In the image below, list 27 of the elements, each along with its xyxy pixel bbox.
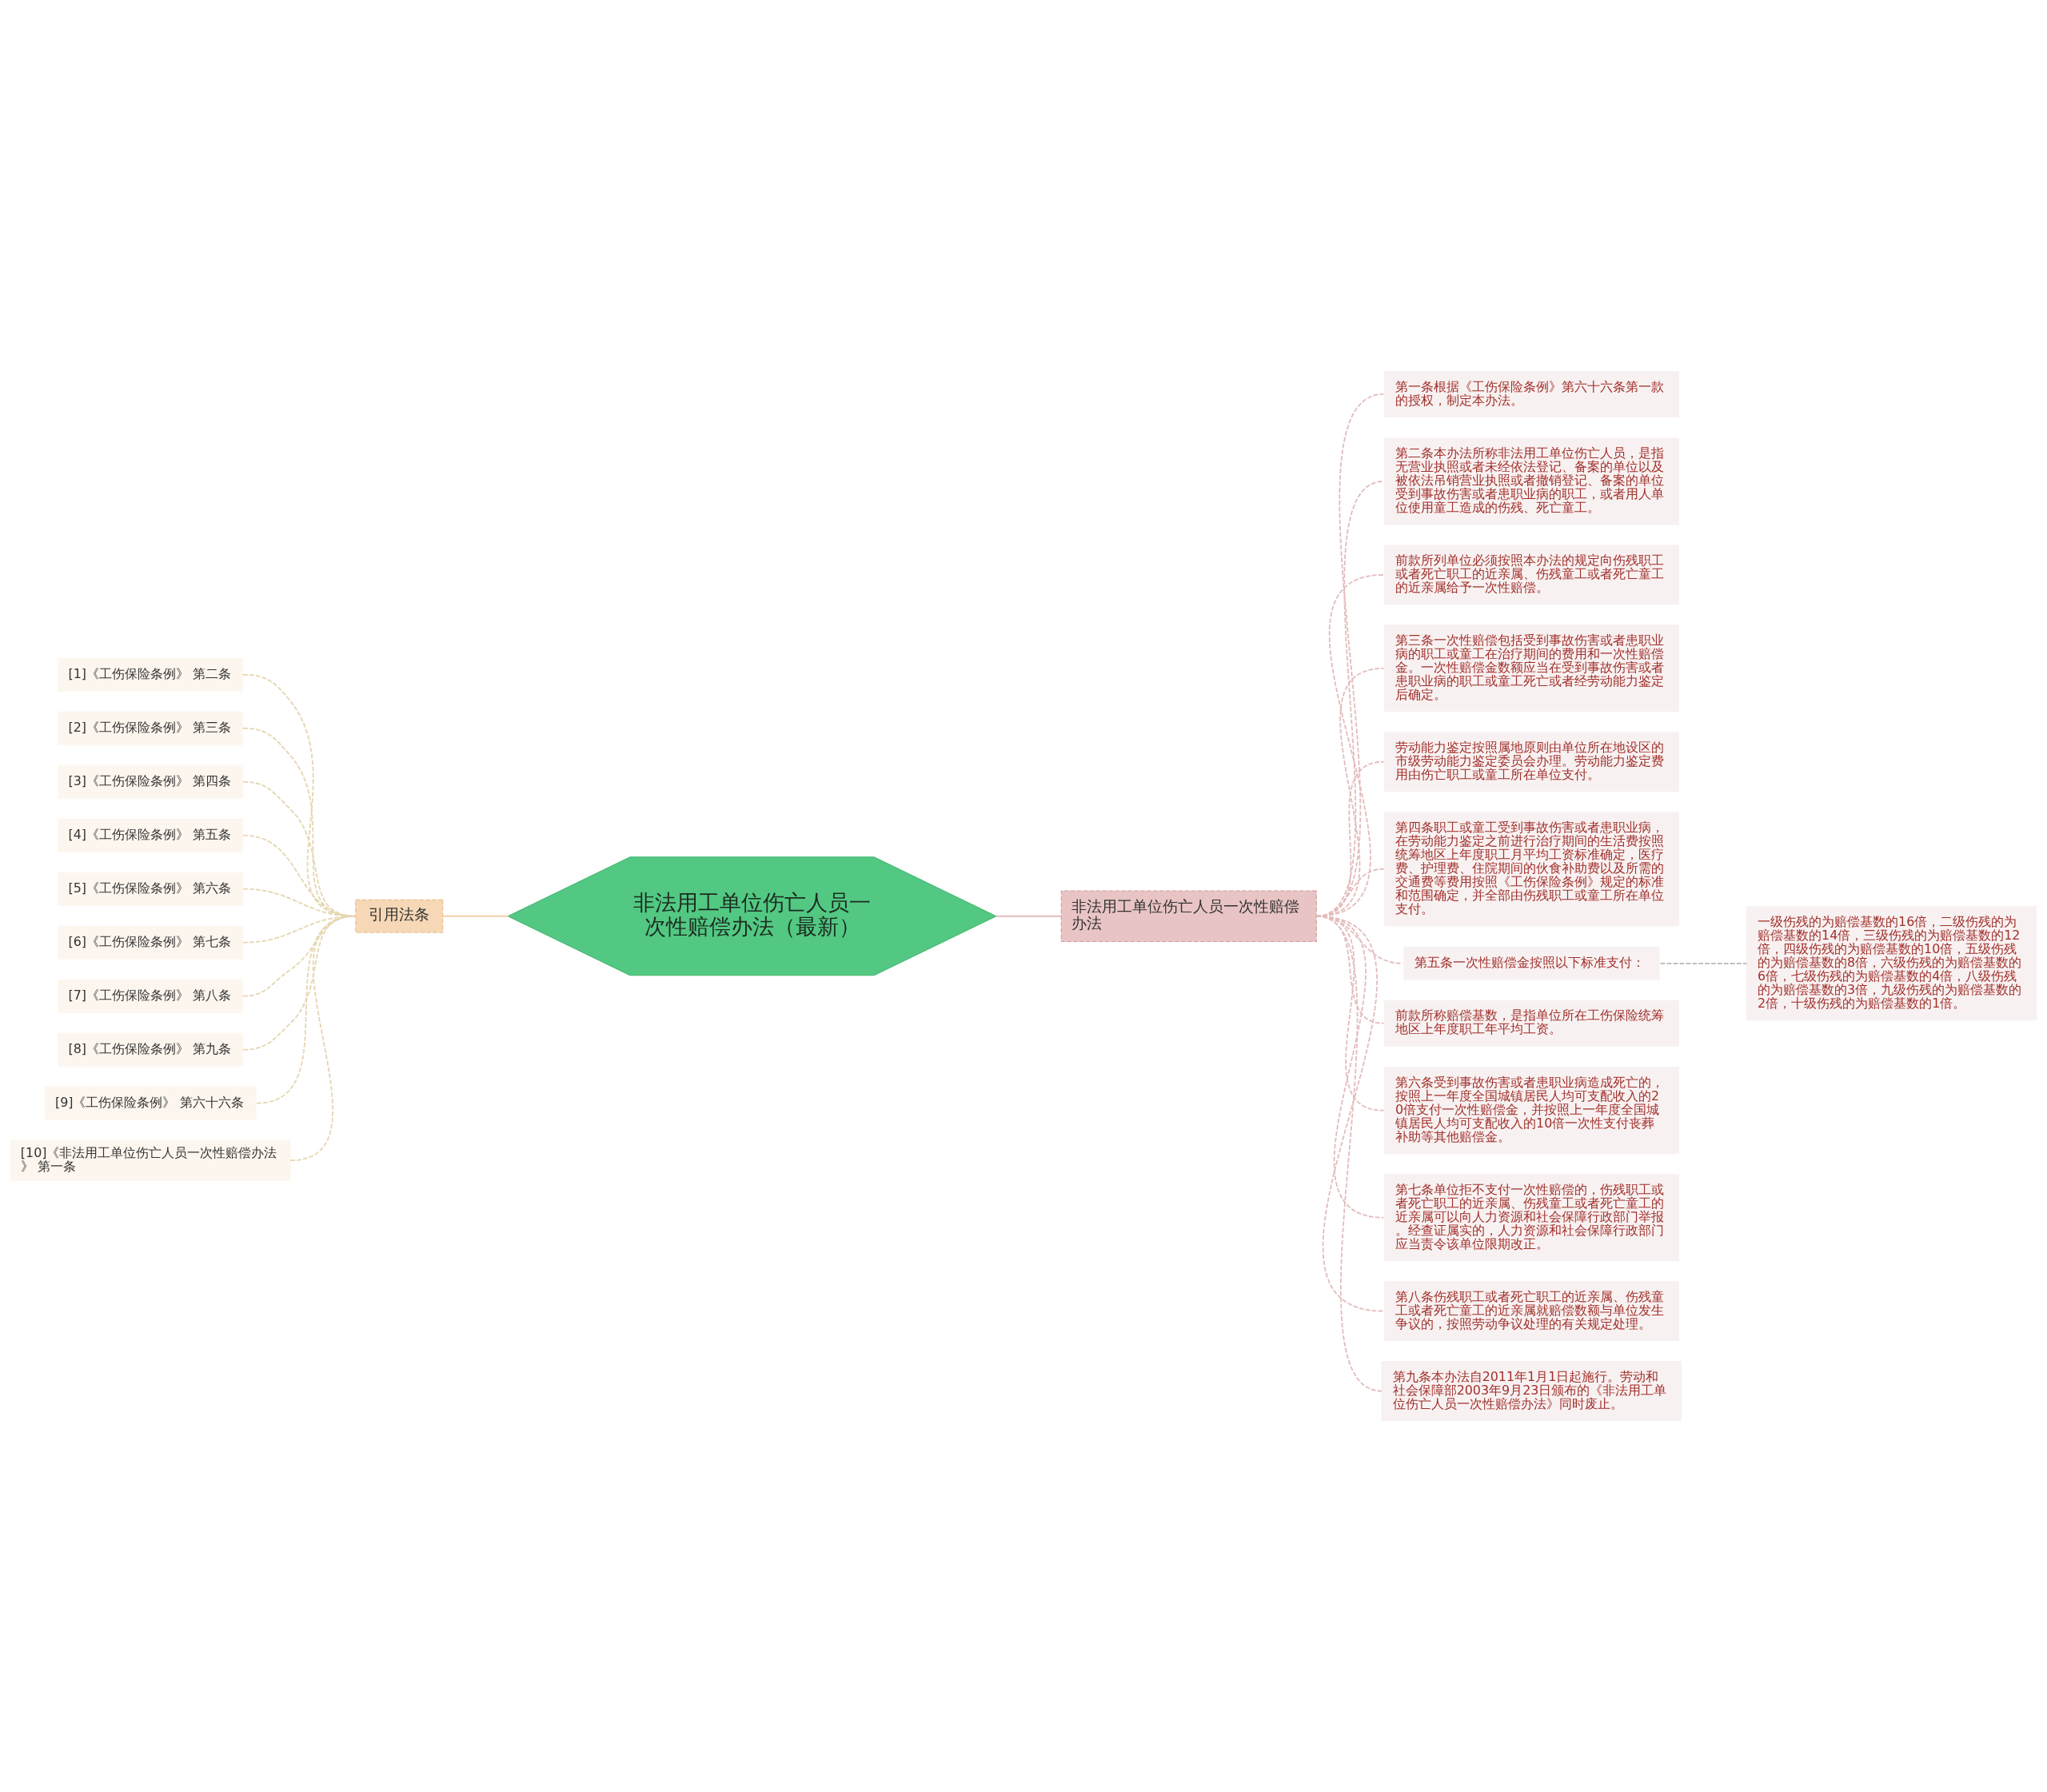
node-box: [9]《工伤保险条例》 第六十六条: [44, 1086, 257, 1120]
connector: [441, 915, 509, 917]
node-box: [3]《工伤保险条例》 第四条: [58, 764, 243, 799]
node-box: 一级伤残的为赔偿基数的16倍，二级伤残的为赔偿基数的14倍，三级伤残的为赔偿基数的12倍，四级伤残的为赔偿基数的10倍，五级伤残的为赔偿基数的8倍，六级伤残的为赔偿基数的6倍，七级伤残的为赔偿基数的4倍，八级伤残的为赔偿基数的3倍，九级伤残的为赔偿基数的2倍，十级伤残的为赔偿基数的1倍。: [1746, 906, 2037, 1021]
node-box: 第四条职工或童工受到事故伤害或者患职业病，在劳动能力鉴定之前进行治疗期间的生活费按照统筹地区上年度职工月平均工资标准确定，医疗费、护理费、住院期间的伙食补助费以及所需的交通费等费用按照《工伤保险条例》规定的标准和范围确定，并全部由伤残职工或童工所在单位支付。: [1383, 812, 1679, 927]
node-box: 第一条根据《工伤保险条例》第六十六条第一款的授权，制定本办法。: [1383, 370, 1679, 417]
node-box: [8]《工伤保险条例》 第九条: [58, 1032, 243, 1067]
node-box: 第三条一次性赔偿包括受到事故伤害或者患职业病的职工或童工在治疗期间的费用和一次性赔偿金。一次性赔偿金数额应当在受到事故伤害或者患职业病的职工或童工死亡或者经劳动能力鉴定后确定。: [1383, 625, 1679, 712]
node-box: 劳动能力鉴定按照属地原则由单位所在地设区的市级劳动能力鉴定委员会办理。劳动能力鉴定费用由伤亡职工或童工所在单位支付。: [1383, 732, 1679, 792]
node-box: 第八条伤残职工或者死亡职工的近亲属、伤残童工或者死亡童工的近亲属就赔偿数额与单位发生争议的，按照劳动争议处理的有关规定处理。: [1383, 1281, 1679, 1342]
node-box: [1]《工伤保险条例》 第二条: [58, 657, 243, 692]
node-box: [6]《工伤保险条例》 第七条: [58, 925, 243, 960]
connector: [1659, 962, 1748, 964]
node-box: 第七条单位拒不支付一次性赔偿的，伤残职工或者死亡职工的近亲属、伤残童工或者死亡童工的近亲属可以向人力资源和社会保障行政部门举报。经查证属实的，人力资源和社会保障行政部门应当责令该单位限期改正。: [1383, 1174, 1679, 1262]
connector: [995, 915, 1063, 917]
node-box: 第六条受到事故伤害或者患职业病造成死亡的，按照上一年度全国城镇居民人均可支配收入的20倍支付一次性赔偿金，并按照上一年度全国城镇居民人均可支配收入的10倍一次性支付丧葬补助等其他赔偿金。: [1383, 1067, 1679, 1155]
node-box: [7]《工伤保险条例》 第八条: [58, 979, 243, 1013]
node-box: 第五条一次性赔偿金按照以下标准支付：: [1403, 946, 1660, 980]
node-box: 非法用工单位伤亡人员一次性赔偿办法: [1060, 890, 1317, 943]
node-box: [10]《非法用工单位伤亡人员一次性赔偿办法》 第一条: [10, 1139, 291, 1181]
node-box: [5]《工伤保险条例》 第六条: [58, 872, 243, 906]
node-box: 引用法条: [355, 899, 444, 933]
node-box: 前款所列单位必须按照本办法的规定向伤残职工或者死亡职工的近亲属、伤残童工或者死亡童工的近亲属给予一次性赔偿。: [1383, 545, 1679, 605]
node-box: [2]《工伤保险条例》 第三条: [58, 711, 243, 745]
node-box: 前款所称赔偿基数，是指单位所在工伤保险统筹地区上年度职工年平均工资。: [1383, 1000, 1679, 1047]
node-box: [4]《工伤保险条例》 第五条: [58, 818, 243, 852]
node-box: 第九条本办法自2011年1月1日起施行。劳动和社会保障部2003年9月23日颁布的《非法用工单位伤亡人员一次性赔偿办法》同时废止。: [1381, 1361, 1682, 1422]
